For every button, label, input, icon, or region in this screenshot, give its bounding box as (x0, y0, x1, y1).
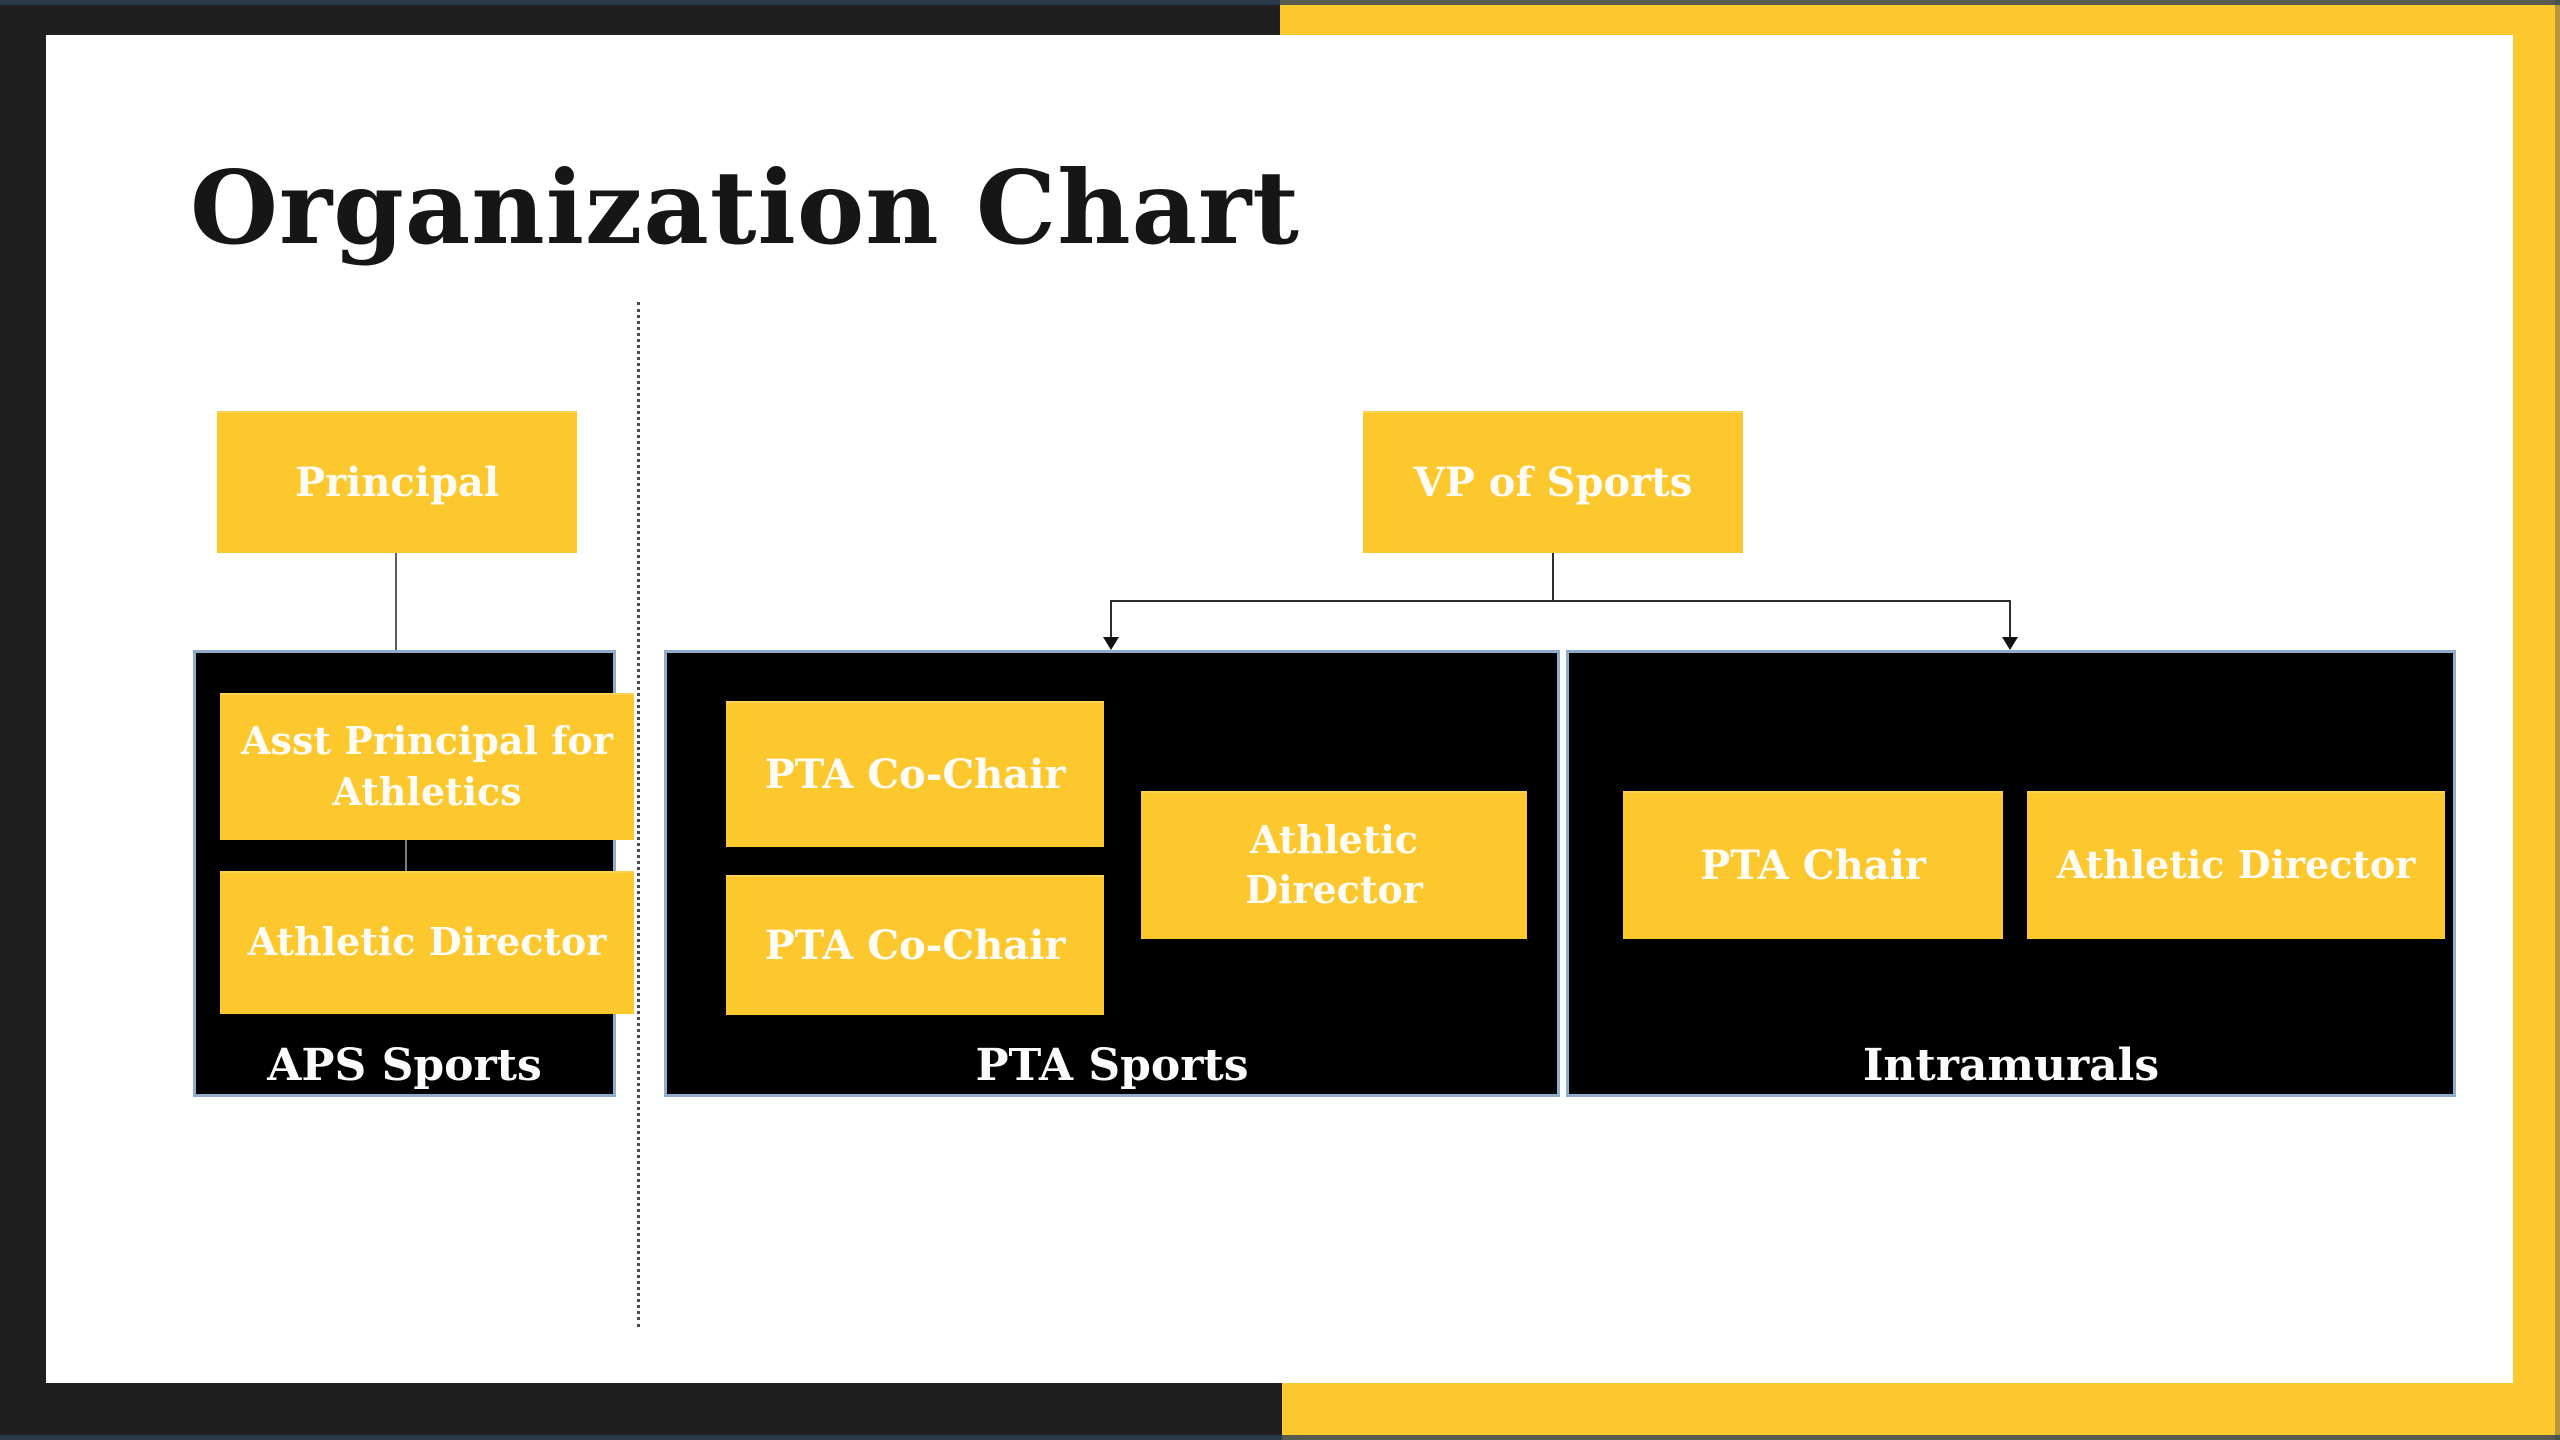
pta-athletic-director-box: Athletic Director (1141, 791, 1527, 939)
intramurals-container: PTA Chair Athletic Director Intramurals (1566, 650, 2456, 1097)
principal-box-label: Principal (294, 458, 500, 506)
frame-left-black (0, 0, 46, 1440)
vp-of-sports-box: VP of Sports (1363, 411, 1743, 553)
pta-sports-label: PTA Sports (975, 1040, 1249, 1091)
pta-co-chair-box-2: PTA Co-Chair (726, 875, 1104, 1015)
pta-co-chair-box-2-label: PTA Co-Chair (764, 921, 1066, 969)
section-divider-dotted-line (637, 302, 640, 1327)
intramurals-athletic-director-box: Athletic Director (2027, 791, 2445, 939)
right-accent-line (2555, 0, 2560, 1440)
arrow-down-left-icon (1103, 637, 1119, 650)
intramurals-athletic-director-box-label: Athletic Director (2056, 841, 2416, 887)
frame-top-black (0, 0, 1280, 35)
pta-co-chair-box-1: PTA Co-Chair (726, 701, 1104, 847)
frame-top-yellow (1280, 0, 2560, 35)
pta-athletic-director-box-label: Athletic Director (1245, 816, 1423, 912)
aps-sports-container: Asst Principal for Athletics Athletic Di… (193, 650, 634, 1097)
connector-vp-horizontal (1110, 600, 2011, 602)
frame-bottom-yellow (1282, 1383, 2560, 1440)
pta-sports-container: PTA Co-Chair PTA Co-Chair Athletic Direc… (664, 650, 1560, 1097)
aps-athletic-director-box: Athletic Director (220, 871, 634, 1014)
principal-box: Principal (217, 411, 577, 553)
slide-title: Organization Chart (190, 148, 1300, 267)
pta-chair-box-label: PTA Chair (1700, 841, 1926, 889)
pta-chair-box: PTA Chair (1623, 791, 2003, 939)
connector-drop-left (1110, 600, 1112, 638)
pta-co-chair-box-1-label: PTA Co-Chair (764, 750, 1066, 798)
connector-drop-right (2009, 600, 2011, 638)
intramurals-label: Intramurals (1862, 1040, 2160, 1091)
connector-principal-to-aps (395, 553, 397, 650)
aps-athletic-director-box-label: Athletic Director (247, 919, 607, 965)
bottom-accent-line (0, 1435, 2560, 1440)
frame-right-yellow (2513, 0, 2560, 1440)
vp-of-sports-box-label: VP of Sports (1413, 458, 1693, 506)
frame-bottom-black (0, 1383, 1282, 1440)
connector-vp-stem (1552, 553, 1554, 602)
asst-principal-box-label: Asst Principal for Athletics (241, 718, 613, 814)
top-accent-line (0, 0, 2560, 5)
connector-asst-to-athletic (405, 840, 407, 871)
aps-sports-label: APS Sports (267, 1040, 542, 1091)
arrow-down-right-icon (2002, 637, 2018, 650)
asst-principal-box: Asst Principal for Athletics (220, 693, 634, 840)
